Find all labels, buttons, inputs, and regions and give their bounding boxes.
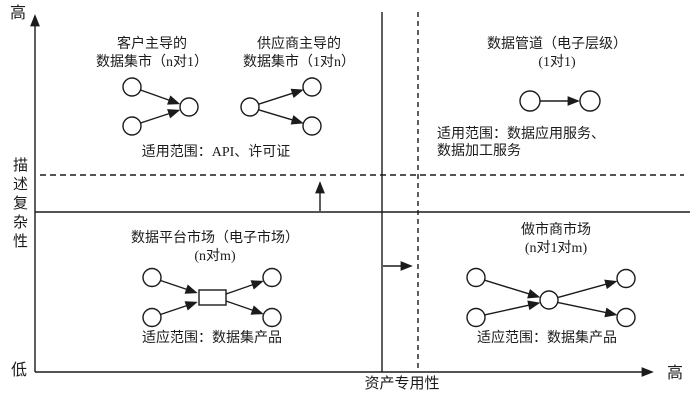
platform-market-title-block: 数据平台市场（电子市场） (n对m) bbox=[131, 230, 299, 266]
supplier-mart-subtitle: 数据集市（1对n） bbox=[243, 55, 355, 70]
market-maker-title-block: 做市商市场 (n对1对m) bbox=[521, 222, 591, 258]
platform-market-diagram bbox=[142, 267, 282, 328]
pipeline-title-block: 数据管道（电子层级） (1对1) bbox=[487, 36, 627, 72]
y-axis-high-label: 高 bbox=[10, 5, 27, 22]
bottom-right-scope: 适应范围：数据集产品 bbox=[477, 331, 617, 346]
pipeline-title: 数据管道（电子层级） bbox=[487, 37, 627, 52]
customer-mart-title: 客户主导的 bbox=[117, 37, 187, 52]
top-right-scope: 适用范围：数据应用服务、 数据加工服务 bbox=[437, 126, 605, 160]
market-maker-diagram bbox=[466, 267, 636, 328]
pipeline-diagram bbox=[519, 90, 601, 112]
platform-node bbox=[198, 289, 227, 306]
customer-mart-diagram bbox=[122, 77, 199, 136]
top-left-scope: 适用范围：API、许可证 bbox=[141, 145, 291, 160]
supplier-mart-diagram bbox=[240, 77, 322, 136]
supplier-mart-title-block: 供应商主导的 数据集市（1对n） bbox=[243, 36, 355, 72]
customer-mart-subtitle: 数据集市（n对1） bbox=[96, 55, 208, 70]
bottom-left-scope: 适应范围：数据集产品 bbox=[142, 331, 282, 346]
y-axis-label: 描述复杂性 bbox=[11, 157, 27, 252]
market-maker-subtitle: (n对1对m) bbox=[524, 241, 588, 256]
platform-market-title: 数据平台市场（电子市场） bbox=[131, 231, 299, 246]
x-axis-label: 资产专用性 bbox=[364, 376, 440, 392]
x-axis-high-label: 高 bbox=[667, 365, 684, 382]
top-right-scope-line1: 适用范围：数据应用服务、 bbox=[437, 127, 605, 142]
top-right-scope-line2: 数据加工服务 bbox=[437, 144, 521, 159]
y-axis-low-label: 低 bbox=[11, 362, 28, 379]
platform-market-subtitle: (n对m) bbox=[194, 249, 236, 264]
customer-mart-title-block: 客户主导的 数据集市（n对1） bbox=[96, 36, 208, 72]
pipeline-subtitle: (1对1) bbox=[538, 55, 576, 70]
supplier-mart-title: 供应商主导的 bbox=[257, 37, 341, 52]
market-maker-title: 做市商市场 bbox=[521, 223, 591, 238]
